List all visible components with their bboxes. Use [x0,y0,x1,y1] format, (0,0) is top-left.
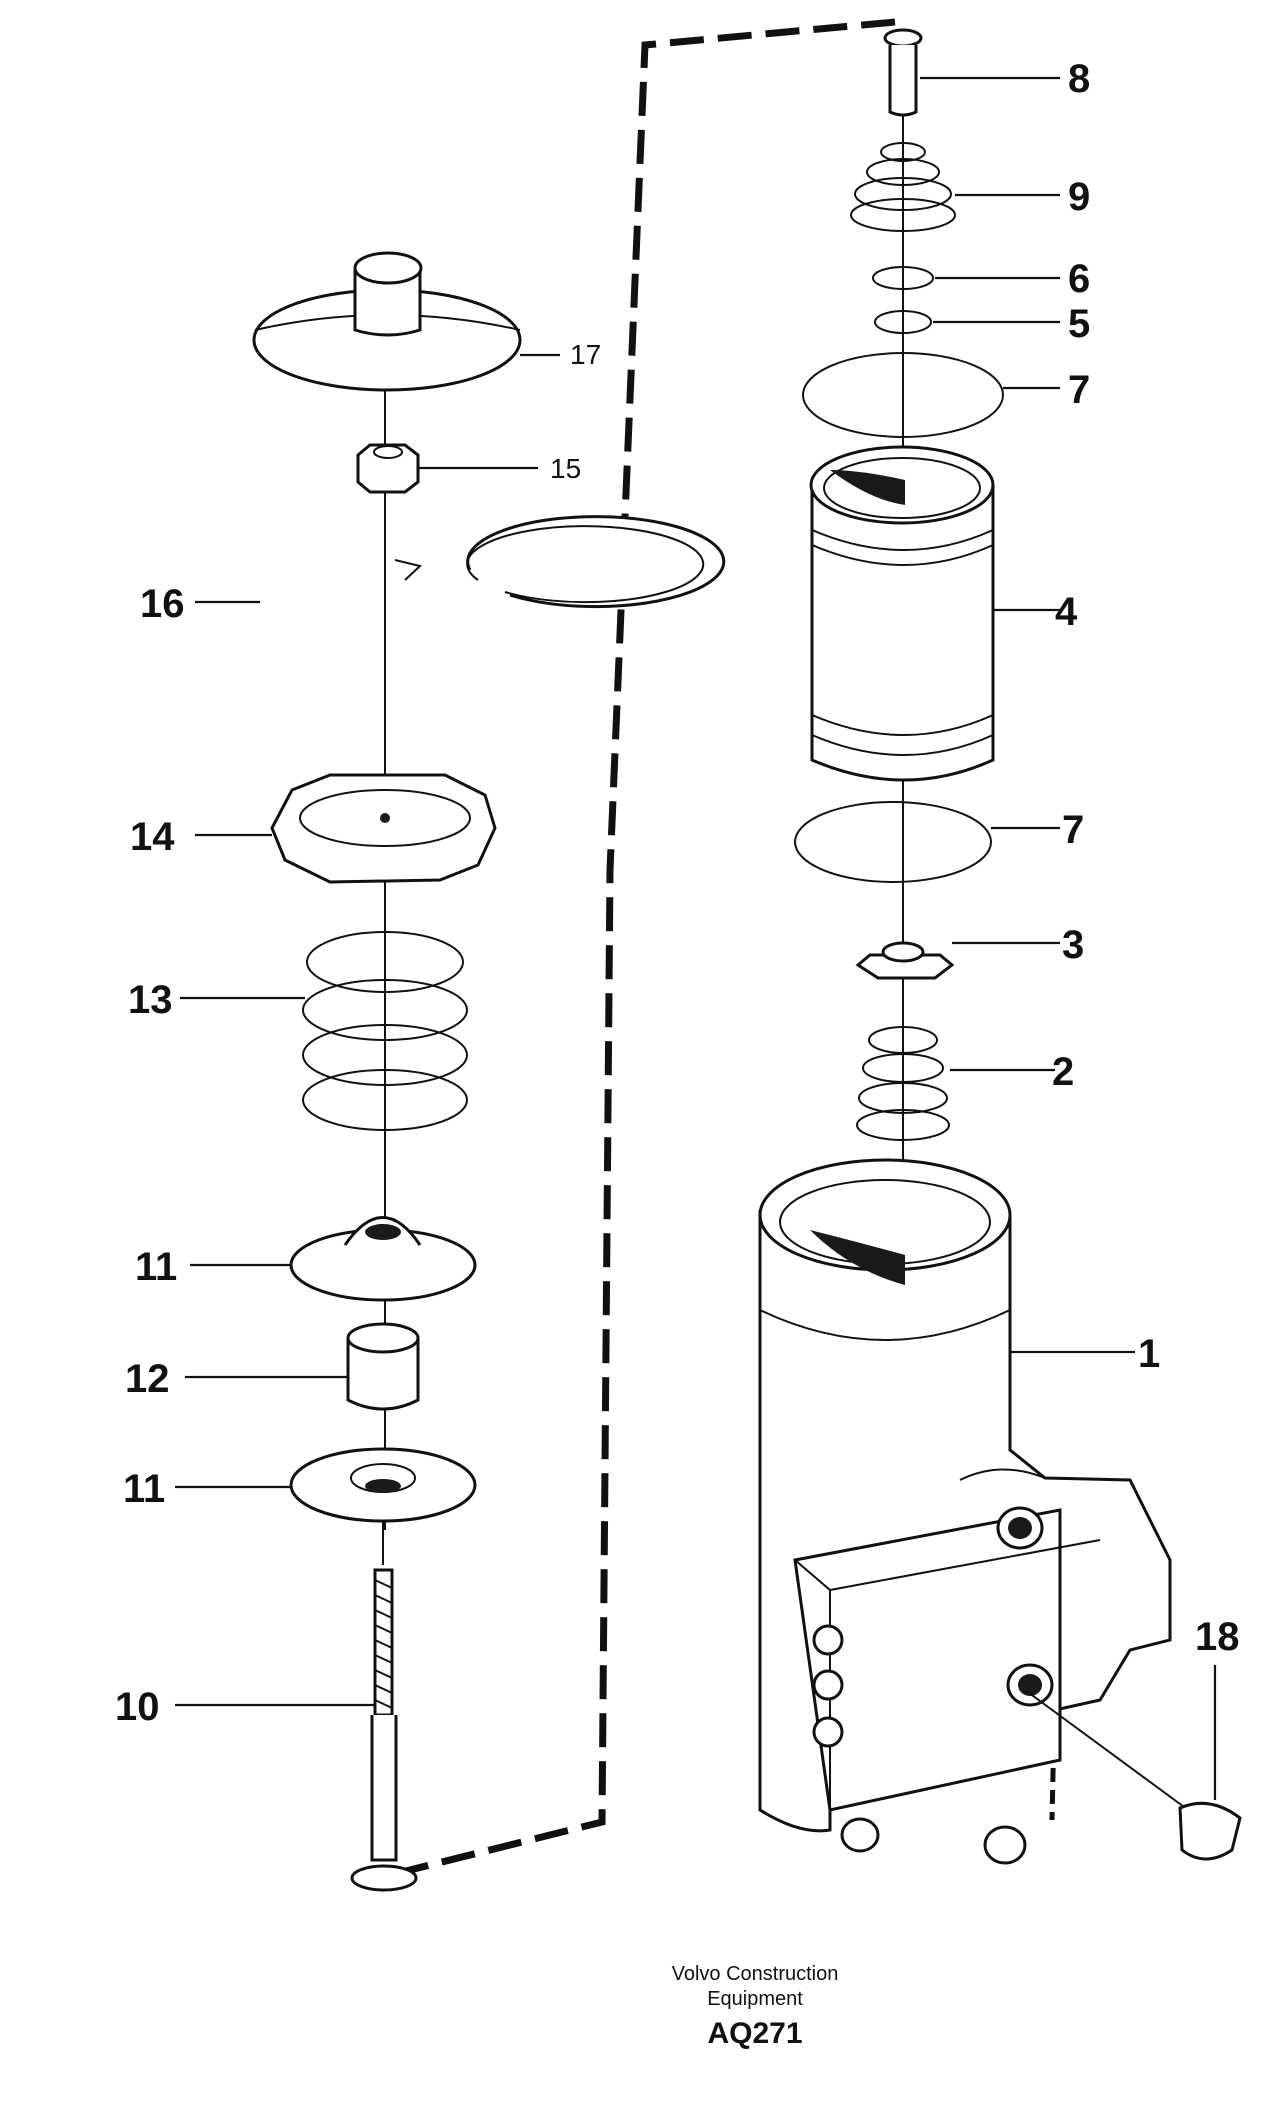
callout-1: 1 [1138,1332,1160,1376]
callout-18: 18 [1195,1615,1240,1659]
footer-caption: Volvo Construction Equipment AQ271 [672,1963,839,2050]
part-2-spring [856,1026,950,1141]
part-7-lower-o-ring [794,801,992,883]
footer-company-line2: Equipment [707,1988,803,2010]
part-17-disc [252,251,522,392]
callout-12: 12 [125,1357,170,1401]
callout-14: 14 [130,815,175,859]
leader-lines [175,76,1217,1800]
callout-11-lower: 11 [123,1467,165,1511]
callout-4: 4 [1055,590,1078,634]
callout-labels: 8 9 6 5 7 4 7 3 2 1 18 17 15 16 14 13 11… [115,57,1240,1729]
part-11-lower-washer [289,1447,477,1523]
part-11-upper-cup-washer [289,1216,477,1302]
callout-3: 3 [1062,923,1084,967]
callout-6: 6 [1068,257,1090,301]
part-12-bushing [346,1322,420,1411]
callout-11-upper: 11 [135,1245,177,1289]
callout-2: 2 [1052,1050,1074,1094]
callout-16: 16 [140,582,185,626]
part-15-nut [356,443,420,494]
callout-7-upper: 7 [1068,368,1090,412]
part-13-spring [302,931,468,1131]
callout-7-lower: 7 [1062,808,1084,852]
callout-5: 5 [1068,302,1090,346]
part-10-bolt [350,1520,418,1892]
callout-8: 8 [1068,57,1090,101]
part-9-spring [850,142,956,232]
callout-10: 10 [115,1685,160,1729]
part-4-cylinder-liner [809,445,995,782]
callout-9: 9 [1068,175,1090,219]
part-8-pin [883,28,923,117]
callout-15: 15 [550,453,581,484]
part-14-hex-plate [270,773,497,884]
callout-17: 17 [570,339,601,370]
callout-13: 13 [128,978,173,1022]
part-7-upper-o-ring [802,352,1004,438]
part-16-snap-ring [394,515,726,609]
footer-company-line1: Volvo Construction [672,1963,839,1985]
part-5-washer [874,310,932,334]
part-6-washer [872,266,934,290]
part-18-plug [1024,1689,1242,1861]
footer-figure-code: AQ271 [707,2017,802,2050]
part-3-retainer [855,941,955,980]
part-1-housing [758,1158,1172,1865]
